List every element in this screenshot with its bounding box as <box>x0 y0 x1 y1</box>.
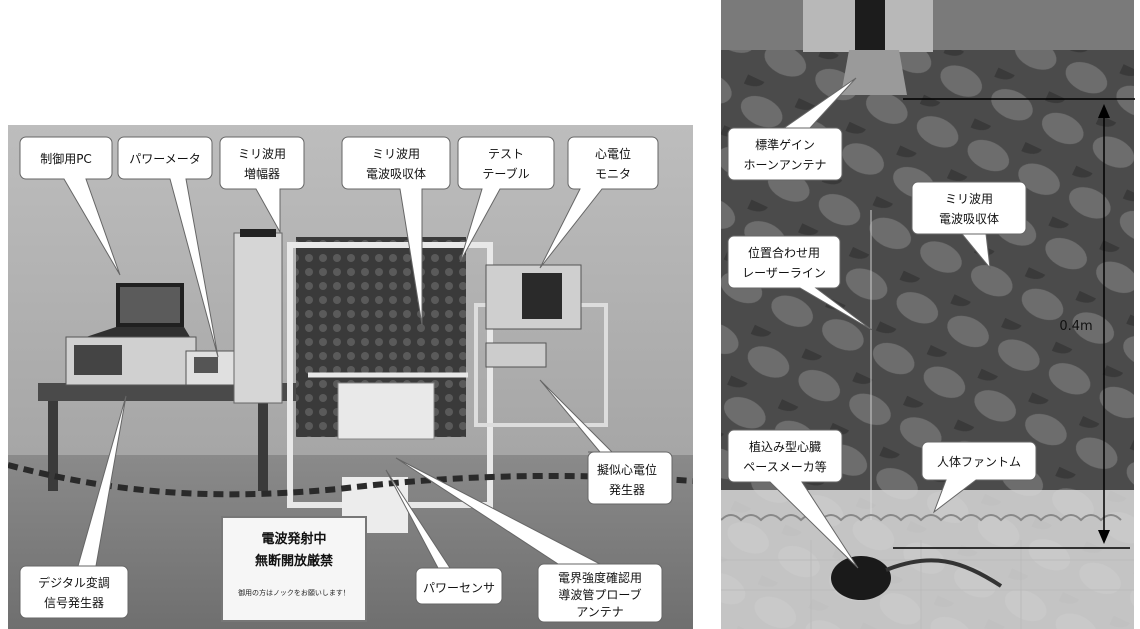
callout-right-absorber: ミリ波用 電波吸収体 <box>911 181 1027 270</box>
callout-phantom-text: 人体ファントム <box>937 455 1021 469</box>
callout-field-probe-text-3: アンテナ <box>576 605 624 619</box>
callout-laser-line-text-2: レーザーライン <box>742 266 826 280</box>
callout-horn-antenna: 標準ゲイン ホーンアンテナ <box>727 77 857 181</box>
callout-power-meter: パワーメータ <box>117 136 219 358</box>
right-photo <box>721 0 1134 629</box>
callout-pseudo-ecg: 擬似心電位 発生器 <box>539 379 673 505</box>
callout-digital-gen-text-2: 信号発生器 <box>44 596 104 610</box>
distance-label: 0.4m <box>1059 319 1092 334</box>
callout-digital-gen: デジタル変調 信号発生器 <box>19 395 129 619</box>
sign-line1: 電波発射中 <box>261 531 326 547</box>
callout-digital-gen-text-1: デジタル変調 <box>38 575 110 590</box>
dimension-arrow-down-icon <box>1098 530 1110 544</box>
callout-power-meter-text: パワーメータ <box>129 152 201 166</box>
callout-test-table-text-2: テーブル <box>482 166 529 181</box>
dimension-arrow-up-icon <box>1098 104 1110 118</box>
callout-pacemaker-text-2: ペースメーカ等 <box>743 460 826 474</box>
callout-mmwave-amp-text-2: 増幅器 <box>244 166 280 181</box>
callout-pseudo-ecg-text-2: 発生器 <box>609 483 645 497</box>
callout-field-probe-text-1: 電界強度確認用 <box>558 570 642 585</box>
callout-laser-line: 位置合わせ用 レーザーライン <box>727 235 873 331</box>
callout-mmwave-amp-text-1: ミリ波用 <box>238 147 286 161</box>
callout-mmwave-absorber: ミリ波用 電波吸収体 <box>341 136 451 326</box>
sign-line2: 無断開放厳禁 <box>255 553 333 569</box>
callout-horn-antenna-text-1: 標準ゲイン <box>755 137 815 152</box>
callout-power-sensor: パワーセンサ <box>385 469 503 605</box>
callout-pacemaker-text-1: 植込み型心臓 <box>749 439 821 454</box>
callout-right-absorber-text-2: 電波吸収体 <box>939 212 999 226</box>
callout-control-pc-text: 制御用PC <box>40 151 92 166</box>
callout-mmwave-absorber-text-2: 電波吸収体 <box>366 167 426 181</box>
right-callouts: 標準ゲイン ホーンアンテナ ミリ波用 電波吸収体 位置合わせ用 レーザーライン … <box>727 77 1037 569</box>
left-callouts: 制御用PC パワーメータ ミリ波用 増幅器 ミリ波用 電波吸収体 テスト テーブ… <box>19 136 673 623</box>
callout-phantom: 人体ファントム <box>921 441 1037 514</box>
callout-right-absorber-text-1: ミリ波用 <box>945 192 993 206</box>
callout-test-table-text-1: テスト <box>488 147 524 161</box>
callout-ecg-monitor-text-1: 心電位 <box>595 146 631 161</box>
callout-control-pc: 制御用PC <box>19 136 121 276</box>
callout-field-probe: 電界強度確認用 導波管プローブ アンテナ <box>395 457 663 623</box>
callout-pseudo-ecg-text-1: 擬似心電位 <box>597 462 657 477</box>
callout-laser-line-text-1: 位置合わせ用 <box>748 245 820 260</box>
callout-test-table: テスト テーブル <box>457 136 555 263</box>
callout-power-sensor-text: パワーセンサ <box>423 581 495 595</box>
callout-mmwave-amp: ミリ波用 増幅器 <box>219 136 305 234</box>
callout-ecg-monitor: 心電位 モニタ <box>539 136 659 269</box>
right-photo-illustration <box>721 0 1134 629</box>
callout-pacemaker: 植込み型心臓 ペースメーカ等 <box>727 429 859 569</box>
sign-line3: 御用の方はノックをお願いします！ <box>238 588 350 597</box>
callout-ecg-monitor-text-2: モニタ <box>595 167 631 181</box>
callout-field-probe-text-2: 導波管プローブ <box>558 587 641 602</box>
callout-mmwave-absorber-text-1: ミリ波用 <box>372 147 420 161</box>
callout-horn-antenna-text-2: ホーンアンテナ <box>744 158 827 172</box>
